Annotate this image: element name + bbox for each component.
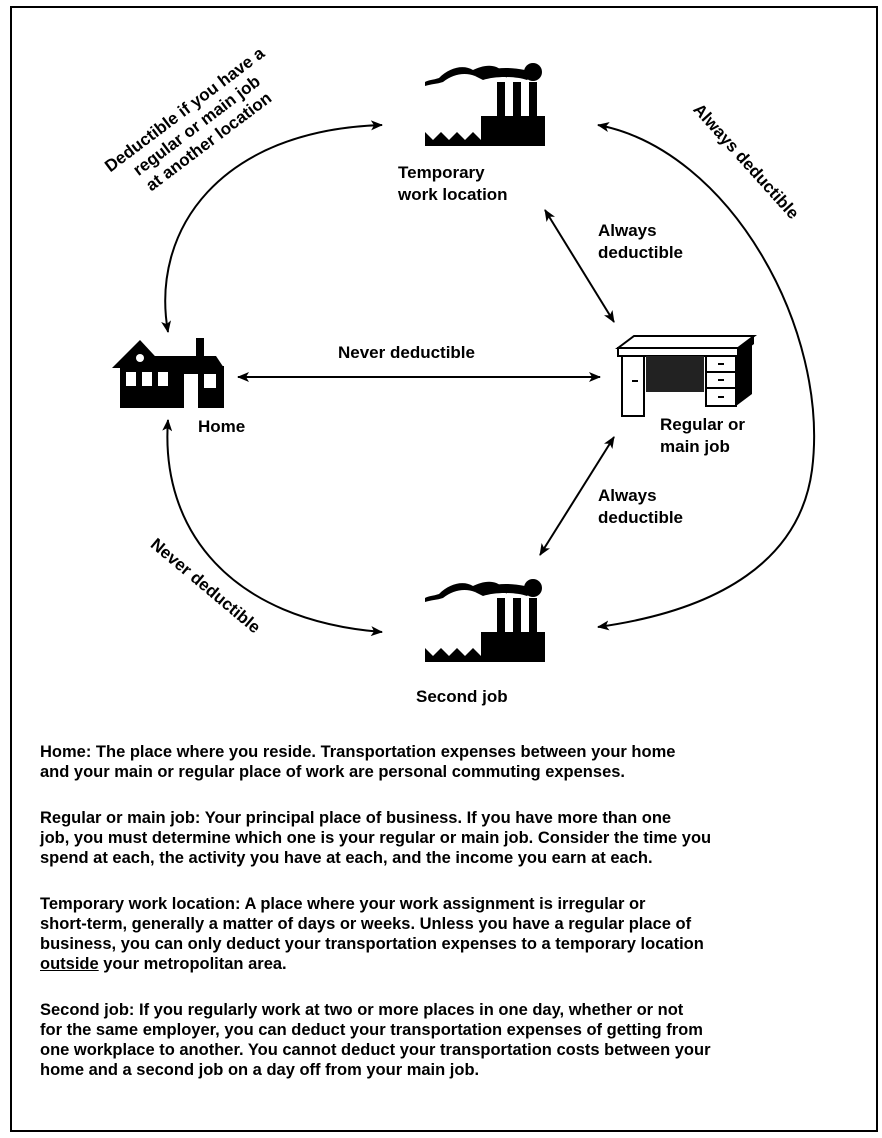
node-label-home: Home bbox=[198, 417, 245, 436]
definition-text: spend at each, the activity you have at … bbox=[40, 849, 653, 867]
commute-diagram: Temporary work location Home Regular or … bbox=[101, 43, 816, 706]
arrow-regular-second bbox=[539, 436, 615, 556]
definition-text: The place where you reside. Transportati… bbox=[91, 743, 676, 761]
definition-term: Temporary work location: bbox=[40, 895, 241, 913]
edge-label-home-second: Never deductible bbox=[147, 534, 264, 637]
edge-label-home-temporary: Deductible if you have a regular or main… bbox=[101, 43, 275, 195]
edge-label-temporary-second: Always deductible bbox=[689, 100, 802, 223]
arrow-temporary-regular bbox=[544, 209, 615, 323]
definition-home: Home: The place where you reside. Transp… bbox=[40, 742, 840, 782]
definition-emphasis: outside bbox=[40, 955, 99, 973]
definition-text: If you regularly work at two or more pla… bbox=[134, 1001, 684, 1019]
edge-label-temporary-regular-2: deductible bbox=[598, 243, 683, 262]
definition-text: Your principal place of business. If you… bbox=[200, 809, 672, 827]
node-label-temporary-1: Temporary bbox=[398, 163, 485, 182]
factory-icon bbox=[425, 63, 545, 146]
house-icon bbox=[112, 338, 224, 408]
definition-second-job: Second job: If you regularly work at two… bbox=[40, 1000, 840, 1080]
edge-label-temporary-regular-1: Always bbox=[598, 221, 657, 240]
definition-text: and your main or regular place of work a… bbox=[40, 763, 626, 781]
definition-text: one workplace to another. You cannot ded… bbox=[40, 1041, 711, 1059]
node-label-regular-1: Regular or bbox=[660, 415, 745, 434]
definition-text: your metropolitan area. bbox=[98, 955, 287, 973]
arrow-temporary-second bbox=[597, 122, 816, 631]
arrow-home-second bbox=[162, 419, 383, 637]
definition-text: business, you can only deduct your trans… bbox=[40, 935, 704, 953]
definition-term: Home: bbox=[40, 743, 92, 761]
definition-text: job, you must determine which one is you… bbox=[40, 829, 712, 847]
node-label-temporary-2: work location bbox=[397, 185, 508, 204]
node-label-regular-2: main job bbox=[660, 437, 730, 456]
arrow-home-temporary bbox=[161, 120, 383, 333]
edge-label-home-regular: Never deductible bbox=[338, 343, 475, 362]
factory-icon bbox=[425, 579, 545, 662]
definition-text: A place where your work assignment is ir… bbox=[240, 895, 646, 913]
definition-temporary-location: Temporary work location: A place where y… bbox=[40, 894, 840, 974]
definition-term: Regular or main job: bbox=[40, 809, 201, 827]
definition-text: short-term, generally a matter of days o… bbox=[40, 915, 692, 933]
desk-icon bbox=[615, 335, 757, 417]
definition-regular-job: Regular or main job: Your principal plac… bbox=[40, 808, 840, 868]
edge-label-regular-second-1: Always bbox=[598, 486, 657, 505]
definition-term: Second job: bbox=[40, 1001, 135, 1019]
definition-text: home and a second job on a day off from … bbox=[40, 1061, 480, 1079]
page-border bbox=[10, 6, 878, 1132]
node-label-second: Second job bbox=[416, 687, 508, 706]
definition-text: for the same employer, you can deduct yo… bbox=[40, 1021, 703, 1039]
edge-label-regular-second-2: deductible bbox=[598, 508, 683, 527]
